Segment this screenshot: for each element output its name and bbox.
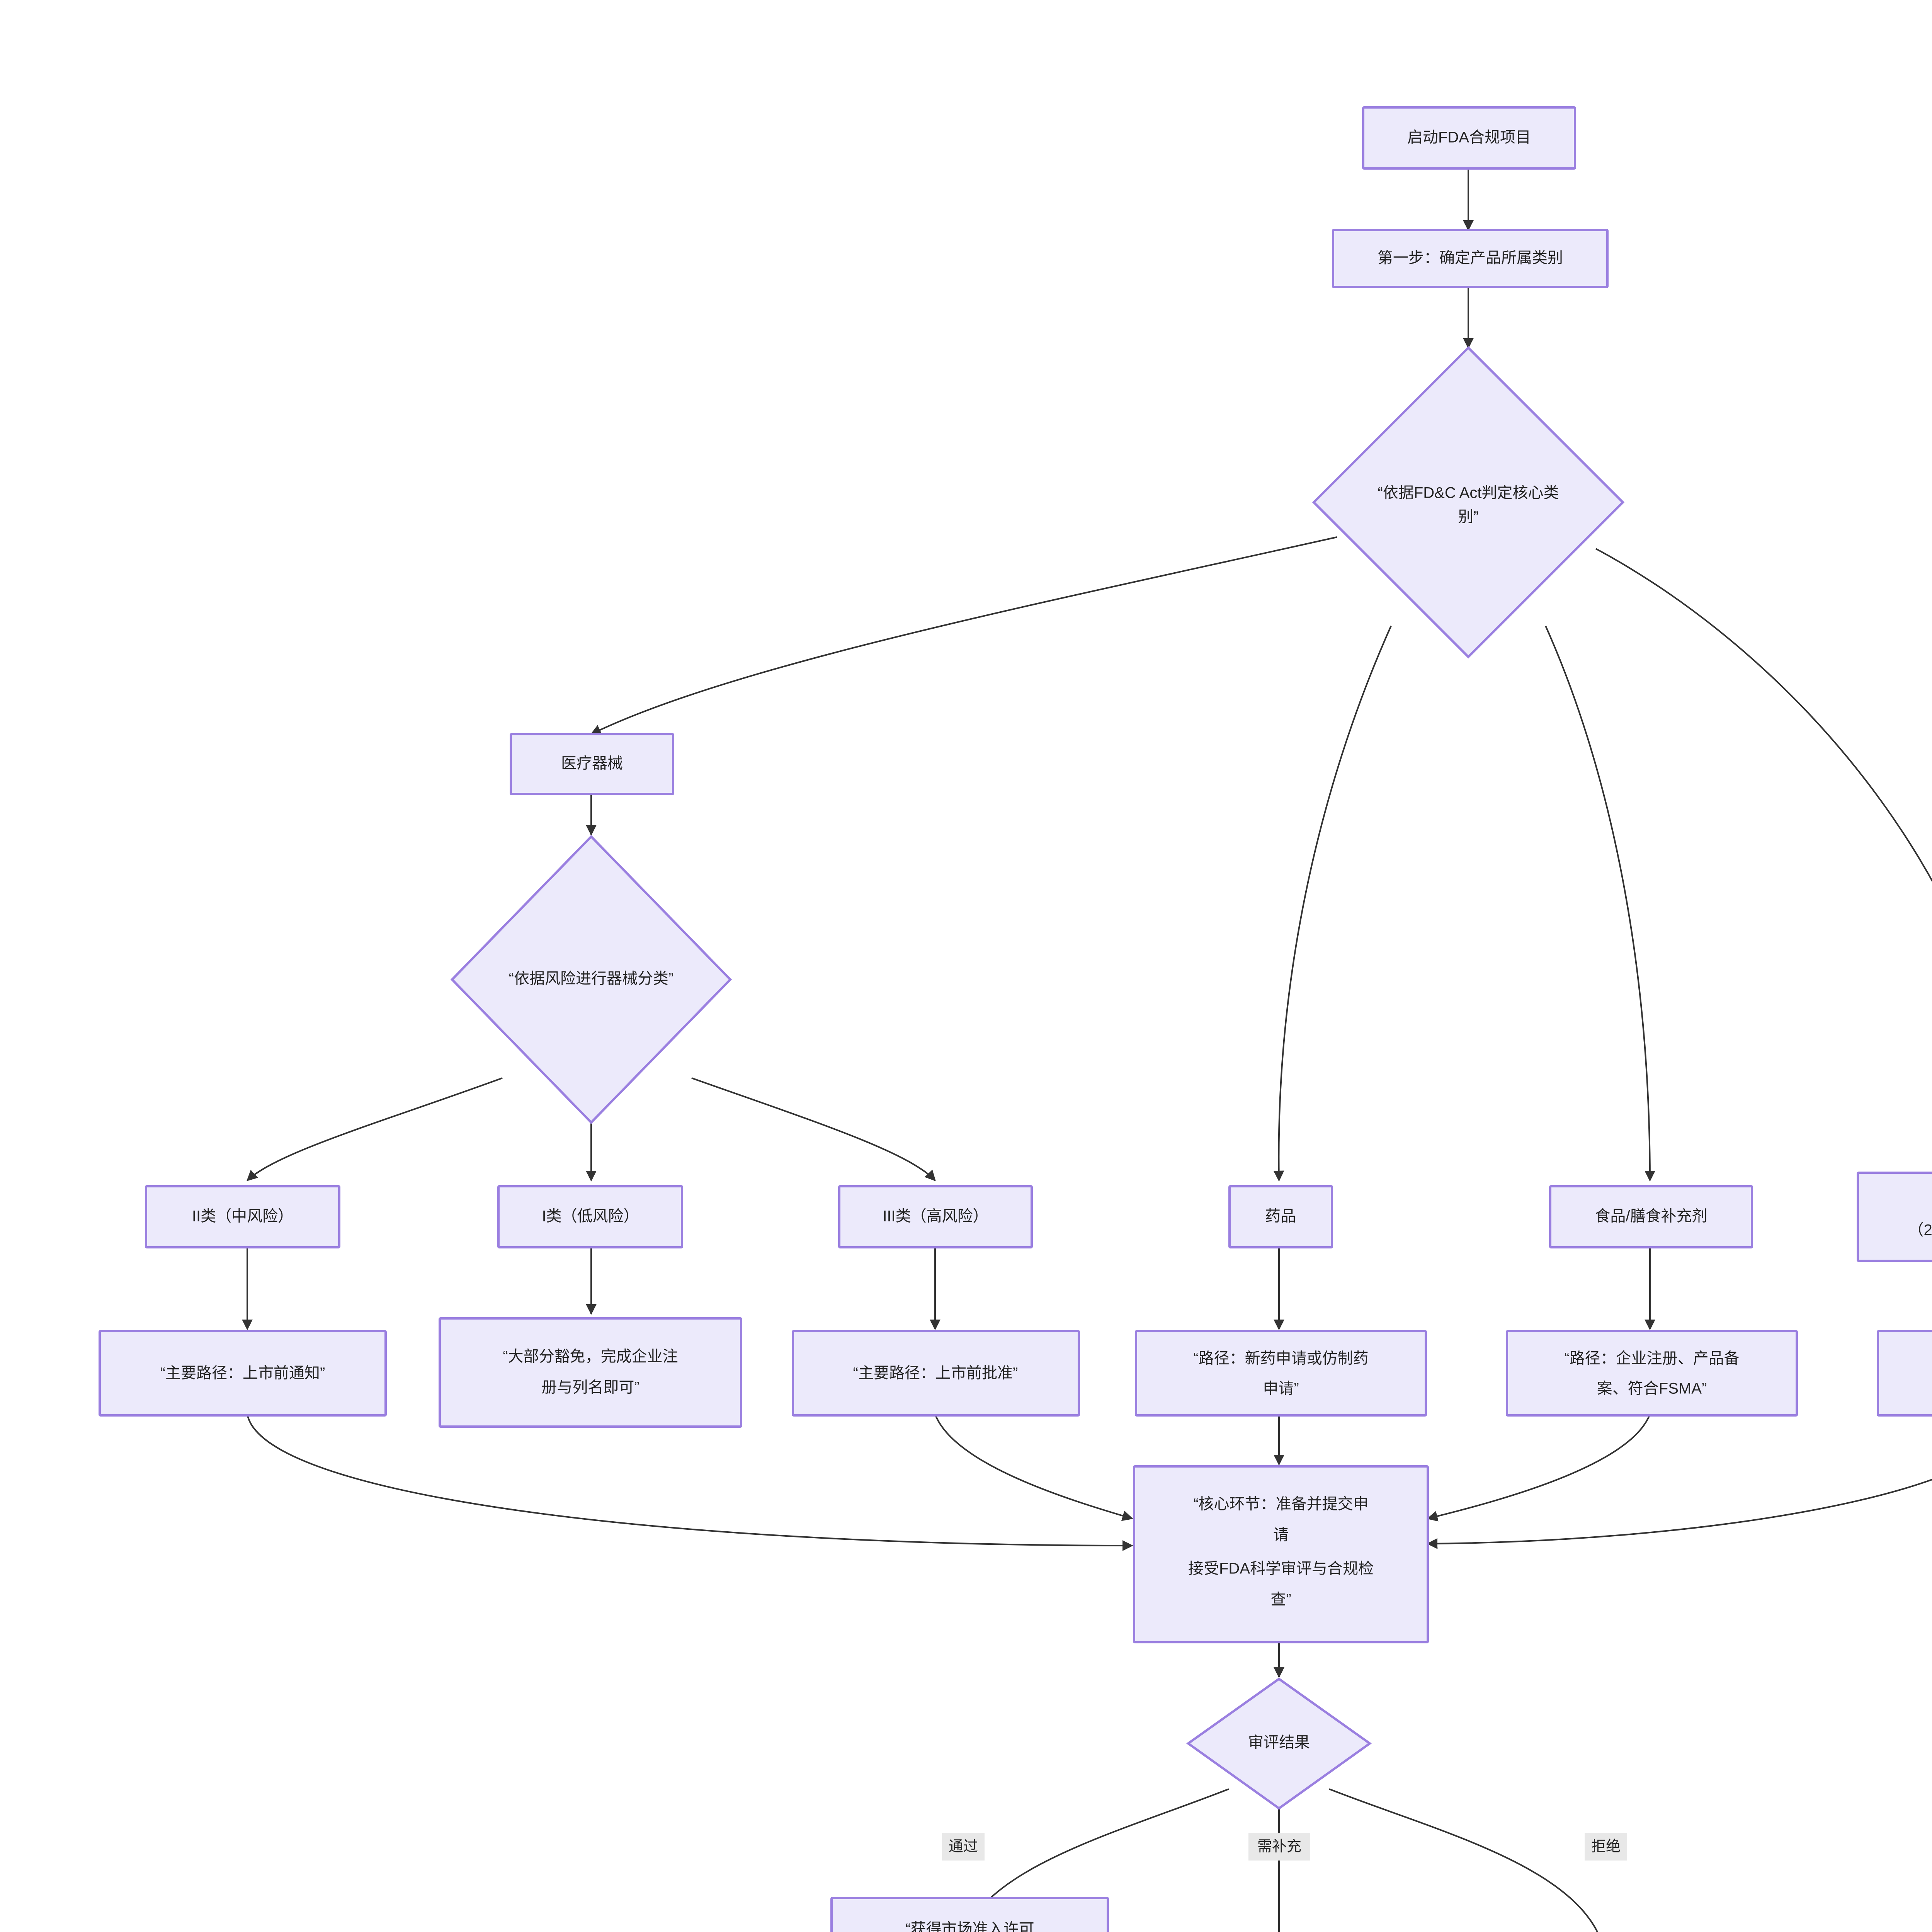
node-device[interactable]: 医疗器械 bbox=[510, 733, 674, 795]
edge-label-need-supplement: 需补充 bbox=[1248, 1833, 1310, 1861]
edge-label-reject-text: 拒绝 bbox=[1591, 1838, 1621, 1855]
edge-path-class3-to-core-step bbox=[934, 1414, 1133, 1521]
node-path-class2[interactable]: “主要路径：上市前通知” bbox=[99, 1330, 387, 1417]
node-step1[interactable]: 第一步：确定产品所属类别 bbox=[1332, 229, 1609, 288]
node-class3-label: III类（高风险） bbox=[883, 1208, 988, 1225]
node-path-class1[interactable]: “大部分豁免，完成企业注 册与列名即可” bbox=[439, 1317, 742, 1428]
node-food[interactable]: 食品/膳食补充剂 bbox=[1549, 1185, 1753, 1248]
node-core-decide-label-line1: “依据FD&C Act判定核心类 bbox=[1378, 485, 1559, 502]
node-layer: 启动FDA合规项目 第一步：确定产品所属类别 “依据FD&C Act判定核心类 … bbox=[99, 106, 1932, 1932]
edge-core-decide-to-drug bbox=[1273, 626, 1392, 1182]
node-core-step-label-line3: 接受FDA科学审评与合规检 bbox=[1188, 1560, 1374, 1577]
node-device-label: 医疗器械 bbox=[561, 755, 623, 772]
node-path-class2-label: “主要路径：上市前通知” bbox=[160, 1365, 325, 1382]
edge-layer bbox=[242, 168, 1932, 1932]
node-path-drug-label-line1: “路径：新药申请或仿制药 bbox=[1193, 1350, 1368, 1367]
node-path-class1-label-line2: 册与列名即可” bbox=[541, 1379, 639, 1396]
edge-device-class-to-class2 bbox=[246, 1077, 503, 1181]
edge-device-class-to-class3 bbox=[691, 1077, 936, 1182]
node-path-food-label-line2: 案、符合FSMA” bbox=[1597, 1380, 1707, 1397]
node-step1-label: 第一步：确定产品所属类别 bbox=[1378, 250, 1563, 267]
node-path-food[interactable]: “路径：企业注册、产品备 案、符合FSMA” bbox=[1506, 1330, 1798, 1417]
node-core-step-label-line4: 查” bbox=[1270, 1591, 1291, 1608]
node-core-step-label-line1: “核心环节：准备并提交申 bbox=[1193, 1496, 1368, 1513]
node-food-label: 食品/膳食补充剂 bbox=[1595, 1208, 1707, 1225]
node-approved[interactable]: “获得市场准入许可 并接受上市后持续监督” bbox=[830, 1897, 1109, 1932]
edge-label-layer: 通过 需补充 拒绝 bbox=[942, 1833, 1627, 1861]
node-path-class3[interactable]: “主要路径：上市前批准” bbox=[792, 1330, 1080, 1417]
edge-label-pass: 通过 bbox=[942, 1833, 985, 1861]
node-path-class1-label-line1: “大部分豁免，完成企业注 bbox=[503, 1348, 678, 1365]
node-path-food-label-line1: “路径：企业注册、产品备 bbox=[1564, 1350, 1739, 1367]
node-review[interactable]: 审评结果 bbox=[1186, 1677, 1372, 1810]
node-class3[interactable]: III类（高风险） bbox=[838, 1185, 1033, 1248]
node-cosmetic[interactable]: 化妆品 （2023年MoCRA新规后） bbox=[1857, 1172, 1932, 1262]
node-class2[interactable]: II类（中风险） bbox=[145, 1185, 340, 1248]
node-class1[interactable]: I类（低风险） bbox=[497, 1185, 683, 1248]
node-class2-label: II类（中风险） bbox=[192, 1208, 293, 1225]
edge-path-food-to-core-step bbox=[1427, 1414, 1651, 1522]
edge-label-need-supplement-text: 需补充 bbox=[1257, 1838, 1301, 1855]
node-device-class-label: “依据风险进行器械分类” bbox=[509, 970, 674, 987]
node-review-label: 审评结果 bbox=[1248, 1734, 1310, 1751]
node-device-class[interactable]: “依据风险进行器械分类” bbox=[450, 835, 732, 1124]
edge-label-pass-text: 通过 bbox=[949, 1838, 978, 1855]
edge-review-to-rejected bbox=[1329, 1788, 1599, 1932]
edge-label-reject: 拒绝 bbox=[1585, 1833, 1627, 1861]
node-start-label: 启动FDA合规项目 bbox=[1407, 129, 1531, 146]
node-drug-label: 药品 bbox=[1265, 1208, 1296, 1225]
node-cosmetic-label-line2: （2023年MoCRA新规后） bbox=[1908, 1222, 1932, 1239]
edge-core-decide-to-food bbox=[1545, 626, 1655, 1182]
node-core-decide[interactable]: “依据FD&C Act判定核心类 别” bbox=[1312, 346, 1625, 659]
node-path-class3-label: “主要路径：上市前批准” bbox=[853, 1365, 1018, 1382]
edge-path-cosmetic-to-core-step bbox=[1427, 1478, 1932, 1549]
node-core-step-label-line2: 请 bbox=[1273, 1527, 1289, 1544]
edge-core-decide-to-device bbox=[590, 536, 1337, 735]
node-path-cosmetic[interactable]: “路径：强制企业注册与产 品列名” bbox=[1877, 1330, 1932, 1417]
edge-core-decide-to-cosmetic bbox=[1595, 548, 1932, 883]
node-path-drug-label-line2: 申请” bbox=[1263, 1380, 1299, 1397]
node-approved-label-line1: “获得市场准入许可 bbox=[905, 1921, 1034, 1932]
node-class1-label: I类（低风险） bbox=[542, 1208, 639, 1225]
node-start[interactable]: 启动FDA合规项目 bbox=[1362, 106, 1576, 170]
edge-path-class2-to-core-step bbox=[247, 1414, 1133, 1551]
node-core-step[interactable]: “核心环节：准备并提交申 请 接受FDA科学审评与合规检 查” bbox=[1133, 1465, 1429, 1643]
node-path-drug[interactable]: “路径：新药申请或仿制药 申请” bbox=[1135, 1330, 1427, 1417]
node-core-decide-label-line2: 别” bbox=[1458, 509, 1478, 526]
node-drug[interactable]: 药品 bbox=[1228, 1185, 1333, 1248]
